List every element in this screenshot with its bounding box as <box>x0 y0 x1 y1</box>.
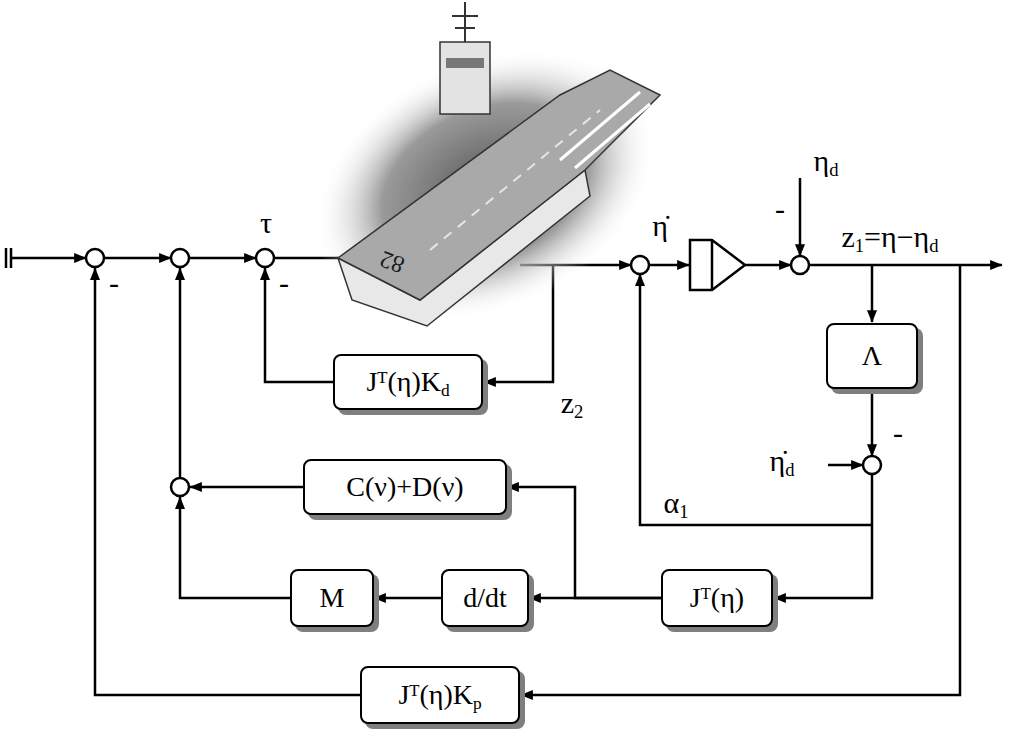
ship-illustration <box>464 2 466 42</box>
signal-wire <box>774 474 872 598</box>
signal-label: z1=η−ηd <box>841 220 938 253</box>
signal-wire <box>190 486 303 489</box>
ship-illustration <box>560 92 640 160</box>
subscript: d <box>785 459 794 480</box>
text-run: d/dt <box>463 582 507 613</box>
ship-illustration <box>440 42 490 114</box>
signal-wire <box>871 390 874 456</box>
signal-wire <box>5 248 8 268</box>
signal-label: - <box>893 416 903 449</box>
text-run: z <box>841 220 854 253</box>
text-run: Jᵀ(η)K <box>366 366 441 397</box>
signal-wire <box>745 264 791 267</box>
signal-wire <box>871 265 874 322</box>
signal-wire <box>521 265 960 695</box>
text-run: α <box>663 486 679 519</box>
summing-junction <box>631 256 649 274</box>
block-label: Jᵀ(η) <box>690 583 744 614</box>
text-run: C(ν)+D(ν) <box>346 471 463 502</box>
signal-wire <box>799 178 802 256</box>
ship-illustration <box>575 104 650 168</box>
block-label: C(ν)+D(ν) <box>346 472 463 503</box>
text-run: z <box>561 386 574 419</box>
signal-wire <box>180 497 290 598</box>
signal-wire <box>711 240 714 290</box>
block-box: Jᵀ(η) <box>661 569 773 627</box>
summing-junction <box>256 249 274 267</box>
block-label: d/dt <box>463 583 507 614</box>
signal-wire <box>809 264 1002 267</box>
subscript: 2 <box>574 401 583 422</box>
signal-arrow <box>374 597 441 600</box>
signal-label: ηd <box>814 144 839 177</box>
summing-junction <box>863 456 881 474</box>
text-run: - <box>893 416 903 449</box>
text-run: Jᵀ(η)K <box>398 679 473 710</box>
block-label: Jᵀ(η)Kp <box>398 680 481 711</box>
text-run: Jᵀ(η) <box>690 582 744 613</box>
signal-label: η̇d <box>770 444 795 477</box>
ship-illustration <box>452 15 478 17</box>
text-run: =η−η <box>864 220 929 253</box>
signal-label: - <box>775 192 785 225</box>
ship-illustration <box>269 0 701 374</box>
signal-wire <box>11 257 86 260</box>
signal-wire <box>690 240 745 290</box>
text-run: M <box>320 582 345 613</box>
summing-junction <box>791 256 809 274</box>
signal-label: η̇ <box>652 209 668 242</box>
signal-label: α1 <box>663 486 688 519</box>
block-box: d/dt <box>441 569 529 627</box>
signal-label: - <box>279 266 289 299</box>
ship-illustration <box>446 58 484 68</box>
ship-illustration <box>430 110 600 250</box>
ship-illustration <box>269 0 701 374</box>
subscript: d <box>829 159 838 180</box>
summing-junction <box>171 478 189 496</box>
ship-illustration <box>338 70 660 300</box>
signal-wire <box>649 264 689 267</box>
block-label: M <box>320 583 345 614</box>
subscript: 1 <box>855 235 864 256</box>
signal-wire <box>104 257 171 260</box>
summing-junction <box>171 249 189 267</box>
summing-junction <box>86 249 104 267</box>
text-run: Λ <box>862 340 882 371</box>
block-box: C(ν)+D(ν) <box>303 459 507 515</box>
block-box: M <box>290 569 374 627</box>
subscript: 1 <box>679 501 688 522</box>
signal-label: τ <box>260 206 272 239</box>
signal-wire <box>189 257 256 260</box>
block-box: Λ <box>826 323 918 389</box>
text-run: η̇ <box>652 209 668 242</box>
subscript: d <box>929 235 938 256</box>
text-run: η̇ <box>770 444 786 477</box>
ship-illustration <box>455 27 475 29</box>
block-box: Jᵀ(η)Kd <box>333 354 483 410</box>
text-run: - <box>775 192 785 225</box>
signal-wire <box>640 274 872 525</box>
text-run: η <box>814 144 830 177</box>
signal-wire <box>828 464 863 467</box>
signal-wire <box>179 268 182 478</box>
text-run: τ <box>260 206 272 239</box>
signal-label: z2 <box>561 386 584 419</box>
signal-label: - <box>109 266 119 299</box>
signal-wire <box>265 268 333 382</box>
text-run: - <box>279 266 289 299</box>
block-label: Jᵀ(η)Kd <box>366 367 449 398</box>
block-label: Λ <box>862 341 882 372</box>
text-run: - <box>109 266 119 299</box>
signal-arrow <box>507 487 661 598</box>
block-box: Jᵀ(η)Kp <box>360 666 520 724</box>
subscript: p <box>473 693 482 712</box>
subscript: d <box>441 380 450 399</box>
